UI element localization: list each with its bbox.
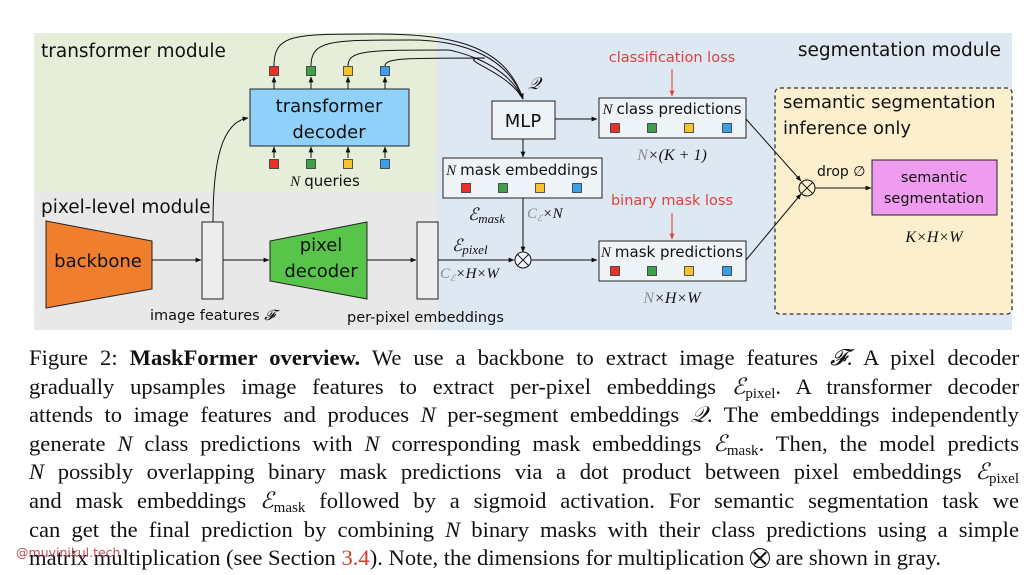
- mask-prediction-token-square: [722, 266, 732, 276]
- transformer-decoder-label-1: transformer: [276, 96, 383, 117]
- arrow-features-to-transformer: [212, 116, 249, 223]
- pixel-decoder-label-1: pixel: [300, 235, 343, 256]
- caption-line-6: and mask embeddings ℰmask followed by a …: [29, 487, 1019, 516]
- mask-prediction-token-square: [684, 266, 694, 276]
- figure-caption: Figure 2: MaskFormer overview. We use a …: [29, 344, 1019, 573]
- query-curve: [273, 33, 524, 100]
- otimes-icon: [750, 548, 770, 569]
- e-pixel-label: ℰpixel: [452, 236, 488, 257]
- class-predictions-dims: N×(K + 1): [636, 147, 707, 164]
- mask-predictions-dims: N×H×W: [642, 290, 702, 307]
- image-features-block: [201, 221, 224, 300]
- caption-line-2: gradually upsamples image features to ex…: [29, 373, 1019, 402]
- pixel-decoder-block: [269, 221, 368, 300]
- maskformer-diagram: transformer module pixel-level module se…: [34, 33, 1013, 330]
- mask-embedding-token-square: [535, 183, 545, 193]
- transformer-decoder-label-2: decoder: [292, 122, 366, 143]
- mask-embedding-token-square: [572, 183, 582, 193]
- mask-embedding-tokens: [461, 183, 582, 193]
- query-to-mlp-curves: [273, 33, 524, 100]
- mask-emb-dims: Cℰ×N: [527, 206, 564, 224]
- inference-only-title-2: inference only: [783, 118, 911, 139]
- arrow-mask-preds-to-combine: [745, 193, 802, 261]
- mask-embedding-token-square: [461, 183, 471, 193]
- binary-mask-loss-label: binary mask loss: [611, 193, 733, 209]
- mask-prediction-tokens: [610, 266, 732, 276]
- transformer-output-tokens: [269, 66, 390, 89]
- query-token-square: [343, 159, 353, 169]
- query-token-square: [269, 159, 279, 169]
- class-token-square: [684, 123, 694, 133]
- section-reference-link[interactable]: 3.4: [341, 545, 370, 571]
- output-token-square: [269, 66, 279, 76]
- class-prediction-tokens: [610, 123, 732, 133]
- image-features-label: image features 𝓕: [150, 308, 280, 324]
- semantic-dims: K×H×W: [904, 229, 964, 246]
- mask-embedding-token-square: [498, 183, 508, 193]
- inference-only-title-1: semantic segmentation: [783, 92, 996, 113]
- output-token-square: [380, 66, 390, 76]
- per-pixel-embeddings-label: per-pixel embeddings: [347, 310, 504, 326]
- caption-line-1: Figure 2: MaskFormer overview. We use a …: [29, 345, 1019, 371]
- mask-prediction-token-square: [610, 266, 620, 276]
- transformer-module-title: transformer module: [41, 41, 226, 62]
- caption-line-5: N possibly overlapping binary mask predi…: [29, 459, 1019, 488]
- class-token-square: [610, 123, 620, 133]
- class-predictions-box: [598, 97, 747, 139]
- e-mask-label: ℰmask: [468, 205, 505, 226]
- dot-product-icon: [514, 251, 532, 269]
- output-token-square: [306, 66, 316, 76]
- query-token-square: [306, 159, 316, 169]
- classification-loss-label: classification loss: [609, 50, 735, 66]
- combine-product-icon: [798, 179, 816, 197]
- mlp-label: MLP: [505, 111, 542, 132]
- pixel-decoder-label-2: decoder: [284, 261, 358, 282]
- drop-null-label: drop ∅: [817, 164, 865, 180]
- watermark: @muvinikul.tech: [16, 545, 121, 560]
- query-curve: [310, 39, 524, 100]
- query-curve: [347, 49, 524, 100]
- transformer-decoder-block: [249, 88, 410, 147]
- class-token-square: [647, 123, 657, 133]
- segmentation-module-title: segmentation module: [798, 40, 1001, 61]
- caption-line-7: can get the final prediction by combinin…: [29, 516, 1019, 542]
- arrow-class-preds-to-combine: [745, 118, 802, 182]
- pixel-level-module-title: pixel-level module: [41, 197, 211, 218]
- query-curve: [384, 57, 524, 100]
- query-token-square: [380, 159, 390, 169]
- mask-predictions-box: [598, 240, 747, 282]
- pixel-emb-dims: Cℰ×H×W: [440, 266, 501, 284]
- caption-title: MaskFormer overview.: [129, 345, 361, 370]
- query-tokens: [269, 146, 390, 169]
- mask-prediction-token-square: [647, 266, 657, 276]
- per-pixel-embeddings-block: [416, 221, 439, 300]
- semantic-segmentation-label-1: semantic: [901, 170, 967, 186]
- caption-line-4: generate N class predictions with N corr…: [29, 430, 1019, 459]
- figure-label: Figure 2:: [29, 345, 118, 370]
- caption-line-8: matrix multiplication (see Section 3.4).…: [29, 545, 942, 571]
- class-token-square: [722, 123, 732, 133]
- q-symbol: 𝒬: [528, 74, 543, 93]
- semantic-segmentation-label-2: segmentation: [884, 191, 984, 207]
- backbone-block: [45, 220, 153, 309]
- output-token-square: [343, 66, 353, 76]
- backbone-label: backbone: [54, 251, 142, 272]
- caption-line-3: attends to image features and produces N…: [29, 402, 1019, 429]
- semantic-segmentation-block: [871, 159, 998, 216]
